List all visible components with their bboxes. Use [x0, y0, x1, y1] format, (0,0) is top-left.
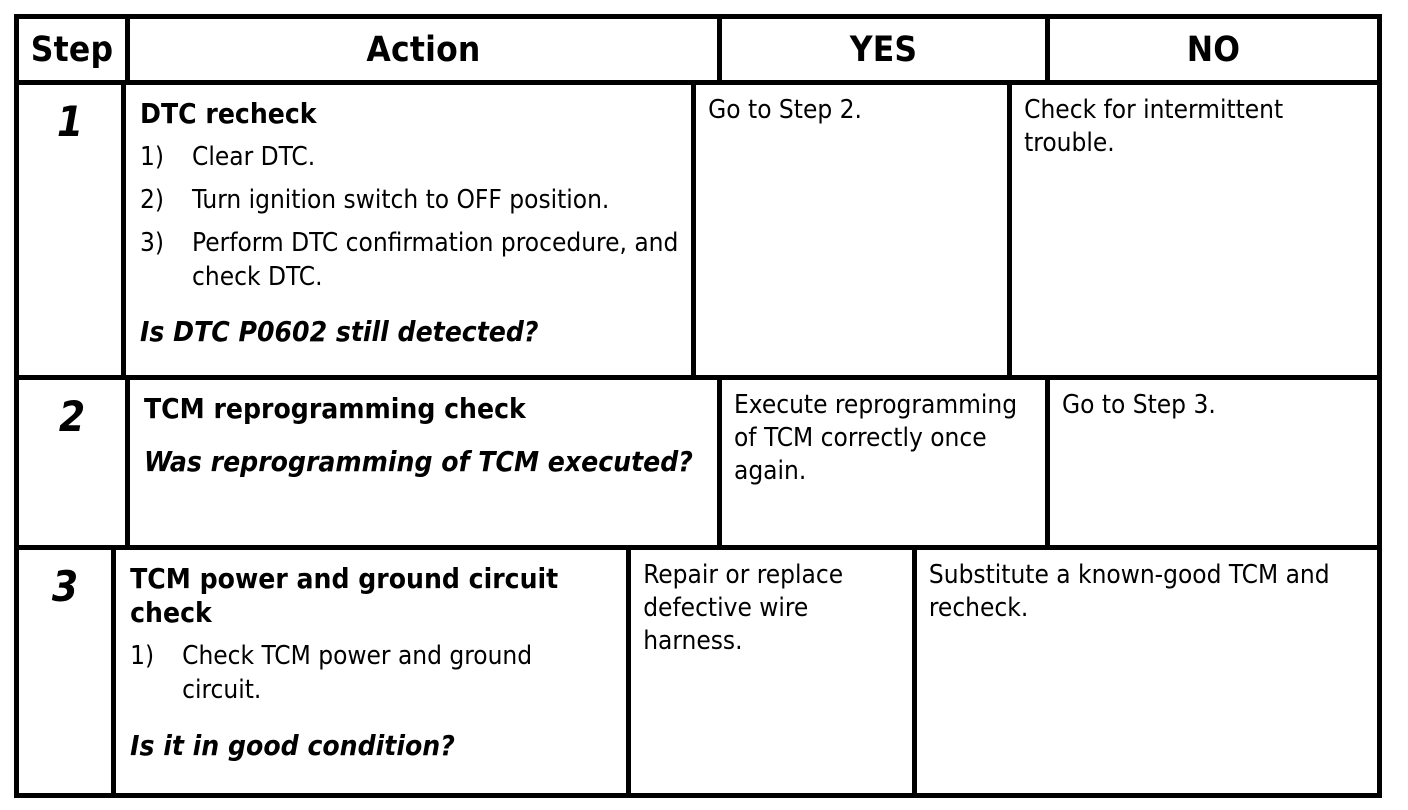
no-answer-cell: Go to Step 3. — [1050, 380, 1377, 545]
action-cell: TCM power and ground circuit check 1) Ch… — [116, 550, 632, 793]
header-cell-no: NO — [1050, 19, 1377, 80]
list-marker: 3) — [140, 227, 165, 258]
step-number: 3 — [51, 562, 79, 611]
column-header-yes: YES — [849, 29, 918, 70]
column-header-no: NO — [1186, 29, 1241, 70]
table-row: 1 DTC recheck 1) Clear DTC. 2) Turn igni… — [19, 85, 1377, 380]
table-row: 2 TCM reprogramming check Was reprogramm… — [19, 380, 1377, 550]
action-title: DTC recheck — [140, 97, 317, 130]
action-step-list: 1) Check TCM power and ground circuit. — [130, 640, 616, 708]
table-header-row: Step Action YES NO — [19, 19, 1377, 85]
step-number-cell: 1 — [19, 85, 127, 375]
list-item: 2) Turn ignition switch to OFF position. — [140, 184, 681, 218]
no-answer-cell: Check for intermittent trouble. — [1012, 85, 1377, 375]
yes-answer-text: Go to Step 2. — [708, 95, 862, 125]
no-answer-text: Check for intermittent trouble. — [1024, 95, 1284, 159]
list-item-text: Turn ignition switch to OFF position. — [192, 184, 610, 215]
step-number: 2 — [58, 392, 86, 441]
list-item-text: Clear DTC. — [192, 142, 316, 173]
list-marker: 1) — [140, 142, 165, 173]
yes-answer-text: Execute reprogramming of TCM correctly o… — [734, 390, 1018, 487]
list-item: 1) Clear DTC. — [140, 141, 681, 175]
yes-answer-cell: Go to Step 2. — [696, 85, 1013, 375]
list-item: 1) Check TCM power and ground circuit. — [130, 640, 616, 708]
column-header-step: Step — [30, 29, 114, 70]
no-answer-cell: Substitute a known-good TCM and recheck. — [917, 550, 1377, 793]
header-cell-step: Step — [19, 19, 130, 80]
step-number: 1 — [56, 97, 84, 146]
action-question: Is it in good condition? — [130, 728, 455, 762]
no-answer-text: Substitute a known-good TCM and recheck. — [928, 560, 1330, 624]
action-cell: DTC recheck 1) Clear DTC. 2) Turn igniti… — [126, 85, 697, 375]
column-header-action: Action — [366, 29, 481, 70]
action-question: Was reprogramming of TCM executed? — [144, 445, 693, 479]
header-cell-yes: YES — [722, 19, 1050, 80]
step-number-cell: 2 — [19, 380, 130, 545]
yes-answer-text: Repair or replace defective wire harness… — [643, 560, 844, 657]
list-marker: 2) — [140, 184, 165, 215]
header-cell-action: Action — [130, 19, 722, 80]
table-row: 3 TCM power and ground circuit check 1) … — [19, 550, 1377, 793]
yes-answer-cell: Repair or replace defective wire harness… — [631, 550, 917, 793]
list-item-text: Perform DTC confirmation procedure, and … — [192, 227, 679, 292]
action-question: Is DTC P0602 still detected? — [140, 315, 539, 349]
step-number-cell: 3 — [19, 550, 117, 793]
list-item-text: Check TCM power and ground circuit. — [182, 641, 533, 706]
action-title: TCM reprogramming check — [144, 392, 526, 425]
action-cell: TCM reprogramming check Was reprogrammin… — [130, 380, 722, 545]
diagnostic-procedure-table: Step Action YES NO 1 DTC recheck 1) Clea… — [14, 14, 1382, 798]
list-item: 3) Perform DTC confirmation procedure, a… — [140, 227, 681, 295]
yes-answer-cell: Execute reprogramming of TCM correctly o… — [722, 380, 1050, 545]
list-marker: 1) — [130, 641, 155, 672]
no-answer-text: Go to Step 3. — [1062, 390, 1216, 420]
action-step-list: 1) Clear DTC. 2) Turn ignition switch to… — [140, 141, 681, 294]
action-title: TCM power and ground circuit check — [130, 562, 559, 630]
